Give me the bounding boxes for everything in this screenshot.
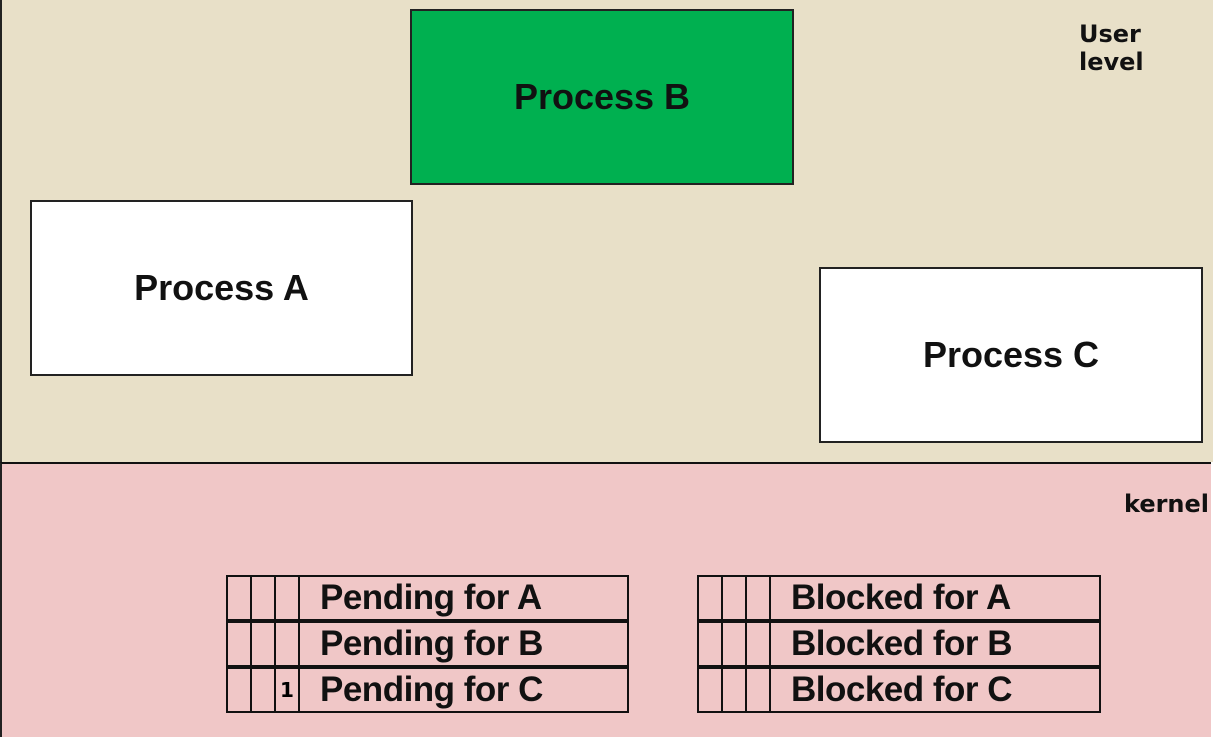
pending-a-bit-1 [252,577,276,619]
kernel-label: kernel [1124,490,1210,518]
pending-a-label: Pending for A [320,578,542,617]
blocked-b-bit-0 [699,623,723,665]
pending-b-label: Pending for B [320,624,543,663]
process-a-box: Process A [30,200,413,376]
blocked-b-label: Blocked for B [791,624,1013,663]
pending-c-bit-2: 1 [276,669,300,711]
blocked-c-bit-2 [747,669,771,711]
pending-a-bit-0 [228,577,252,619]
blocked-b-bit-2 [747,623,771,665]
blocked-a-label: Blocked for A [791,578,1011,617]
pending-c-bit-0 [228,669,252,711]
blocked-a-bit-0 [699,577,723,619]
kernel-region [0,462,1211,737]
blocked-b-bit-1 [723,623,747,665]
pending-row-a: Pending for A [226,575,629,621]
pending-c-bit-1 [252,669,276,711]
process-a-label: Process A [134,267,309,308]
blocked-a-bit-1 [723,577,747,619]
pending-b-bit-1 [252,623,276,665]
blocked-c-bit-0 [699,669,723,711]
blocked-table: Blocked for A Blocked for B Blocked for … [697,575,1101,717]
blocked-c-bit-1 [723,669,747,711]
process-c-label: Process C [922,334,1100,375]
user-level-label: User level [1079,20,1144,76]
pending-row-b: Pending for B [226,621,629,667]
blocked-row-b: Blocked for B [697,621,1101,667]
blocked-row-a: Blocked for A [697,575,1101,621]
process-b-box: Process B [410,9,794,185]
pending-row-c: 1 Pending for C [226,667,629,713]
pending-b-bit-0 [228,623,252,665]
blocked-row-c: Blocked for C [697,667,1101,713]
pending-a-bit-2 [276,577,300,619]
process-b-label: Process B [513,76,691,117]
process-c-box: Process C [819,267,1203,443]
blocked-a-bit-2 [747,577,771,619]
pending-c-label: Pending for C [320,670,543,709]
pending-table: Pending for A Pending for B 1 Pending fo… [226,575,629,717]
blocked-c-label: Blocked for C [791,670,1013,709]
pending-b-bit-2 [276,623,300,665]
